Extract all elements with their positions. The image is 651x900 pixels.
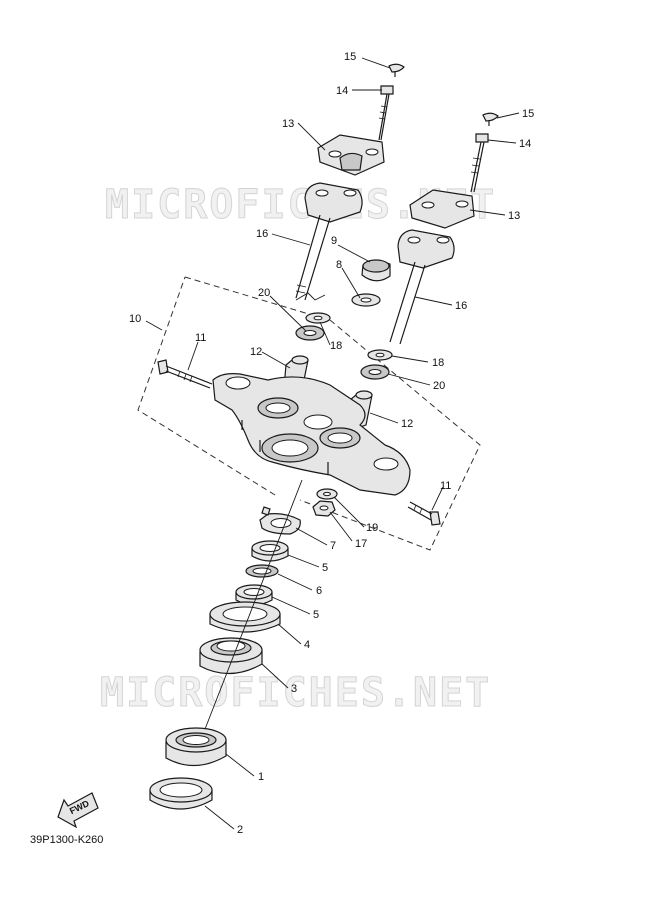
callout-5-upper: 5 bbox=[322, 562, 328, 574]
leader-lines bbox=[145, 57, 520, 830]
callout-15-right: 15 bbox=[522, 108, 534, 120]
assembly-boundary bbox=[137, 276, 481, 551]
lower-holder-left bbox=[304, 182, 363, 223]
stud-right bbox=[389, 261, 426, 345]
callout-17: 17 bbox=[355, 538, 367, 550]
zigzag-guide bbox=[295, 292, 326, 301]
lock-washer bbox=[259, 506, 301, 535]
damper-right bbox=[360, 364, 390, 380]
bolt-right bbox=[470, 133, 489, 193]
bolt-left bbox=[378, 85, 394, 141]
callout-13-left: 13 bbox=[282, 118, 294, 130]
callout-1: 1 bbox=[258, 771, 264, 783]
side-bolt-left bbox=[157, 359, 213, 389]
upper-bearing bbox=[199, 637, 263, 675]
small-washer bbox=[316, 488, 338, 500]
callout-19: 19 bbox=[366, 522, 378, 534]
callout-13-right: 13 bbox=[508, 210, 520, 222]
callout-labels: 15 14 13 16 15 14 13 16 9 8 20 18 10 11 … bbox=[129, 51, 534, 836]
callout-18-left: 18 bbox=[330, 340, 342, 352]
callout-14-right: 14 bbox=[519, 138, 531, 150]
side-bolt-right bbox=[407, 501, 441, 526]
damper-left bbox=[295, 325, 325, 341]
ball-race-cover bbox=[209, 601, 281, 633]
watermark-bottom: MICROFICHES.NET bbox=[100, 670, 491, 716]
callout-6: 6 bbox=[316, 585, 322, 597]
callout-20-right: 20 bbox=[433, 380, 445, 392]
screw-cap-right bbox=[482, 112, 499, 126]
callout-16-left: 16 bbox=[256, 228, 268, 240]
stud-left bbox=[295, 214, 331, 301]
rubber-washer bbox=[245, 564, 279, 578]
callout-3: 3 bbox=[291, 683, 297, 695]
washer-right bbox=[367, 349, 393, 361]
callout-10: 10 bbox=[129, 313, 141, 325]
lower-bearing bbox=[165, 727, 227, 767]
callout-12-left: 12 bbox=[250, 346, 262, 358]
stem-nut bbox=[361, 259, 391, 282]
lower-holder-right bbox=[397, 229, 455, 269]
upper-holder-left bbox=[317, 134, 385, 176]
fwd-arrow-icon: FWD bbox=[57, 792, 99, 829]
callout-7: 7 bbox=[330, 540, 336, 552]
screw-cap-left bbox=[388, 63, 405, 77]
callout-15-left: 15 bbox=[344, 51, 356, 63]
callout-20-left: 20 bbox=[258, 287, 270, 299]
callout-2: 2 bbox=[237, 824, 243, 836]
callout-14-left: 14 bbox=[336, 85, 348, 97]
callout-11-left: 11 bbox=[195, 332, 206, 344]
upper-bracket bbox=[212, 373, 411, 496]
stem-axis bbox=[199, 479, 303, 743]
callout-18-right: 18 bbox=[432, 357, 444, 369]
callout-8: 8 bbox=[336, 259, 342, 271]
small-nut bbox=[312, 500, 336, 517]
callout-12-right: 12 bbox=[401, 418, 413, 430]
upper-holder-right bbox=[409, 189, 475, 229]
dust-seal bbox=[149, 777, 213, 810]
callout-16-right: 16 bbox=[455, 300, 467, 312]
ring-nut-upper bbox=[251, 540, 289, 562]
stem-washer bbox=[351, 293, 381, 307]
callout-9: 9 bbox=[331, 235, 337, 247]
diagram-code: 39P1300-K260 bbox=[30, 834, 103, 846]
callout-11-right: 11 bbox=[440, 480, 451, 492]
callout-4: 4 bbox=[304, 639, 310, 651]
washer-left bbox=[305, 312, 331, 324]
callout-5-lower: 5 bbox=[313, 609, 319, 621]
